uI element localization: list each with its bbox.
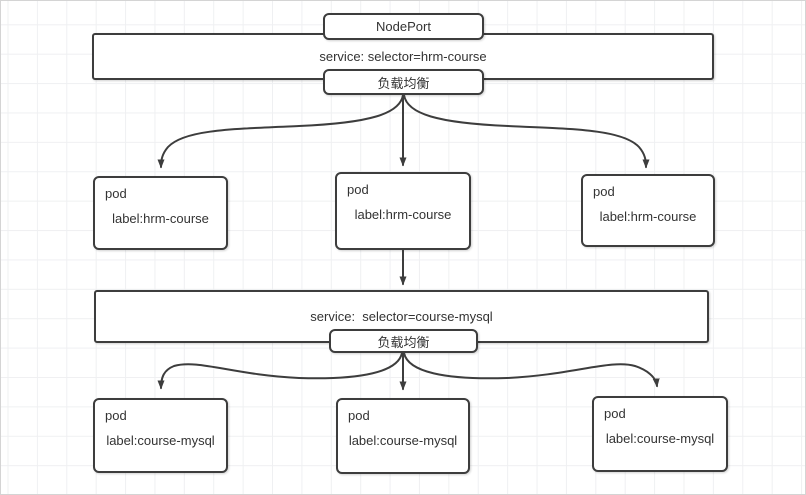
pod-label: label:course-mysql (348, 433, 458, 448)
pod-course-mysql-1-box[interactable]: pod label:course-mysql (93, 398, 228, 473)
pod-label: label:course-mysql (106, 433, 215, 448)
pod-title: pod (604, 406, 626, 421)
pod-label: label:course-mysql (605, 431, 715, 446)
pod-hrm-course-2-box[interactable]: pod label:hrm-course (335, 172, 471, 250)
pod-course-mysql-2-box[interactable]: pod label:course-mysql (336, 398, 470, 474)
pod-label: label:hrm-course (112, 211, 209, 226)
nodeport-box[interactable]: NodePort (323, 13, 484, 40)
arrow-lb-bottom-to-pod-mysql-1[interactable] (157, 352, 403, 390)
pod-title: pod (593, 184, 615, 199)
pod-title: pod (348, 408, 370, 423)
service-course-mysql-label: service: selector=course-mysql (310, 309, 493, 324)
pod-label: label:hrm-course (599, 209, 697, 224)
pod-title: pod (347, 182, 369, 197)
nodeport-label: NodePort (376, 19, 431, 34)
load-balancer-bottom-label: 负载均衡 (377, 334, 430, 350)
arrow-lb-top-to-pod-hrm-3[interactable] (403, 94, 650, 169)
pod-hrm-course-3-box[interactable]: pod label:hrm-course (581, 174, 715, 247)
pod-hrm-course-1-box[interactable]: pod label:hrm-course (93, 176, 228, 250)
pod-title: pod (105, 408, 127, 423)
service-hrm-course-label: service: selector=hrm-course (319, 49, 487, 64)
pod-label: label:hrm-course (354, 207, 452, 222)
load-balancer-bottom-box[interactable]: 负载均衡 (329, 329, 478, 353)
load-balancer-top-label: 负载均衡 (377, 75, 430, 91)
load-balancer-top-box[interactable]: 负载均衡 (323, 69, 484, 95)
arrow-lb-bottom-to-pod-mysql-3[interactable] (403, 352, 660, 388)
arrow-lb-top-to-pod-hrm-1[interactable] (157, 94, 404, 169)
pod-course-mysql-3-box[interactable]: pod label:course-mysql (592, 396, 728, 472)
pod-title: pod (105, 186, 127, 201)
